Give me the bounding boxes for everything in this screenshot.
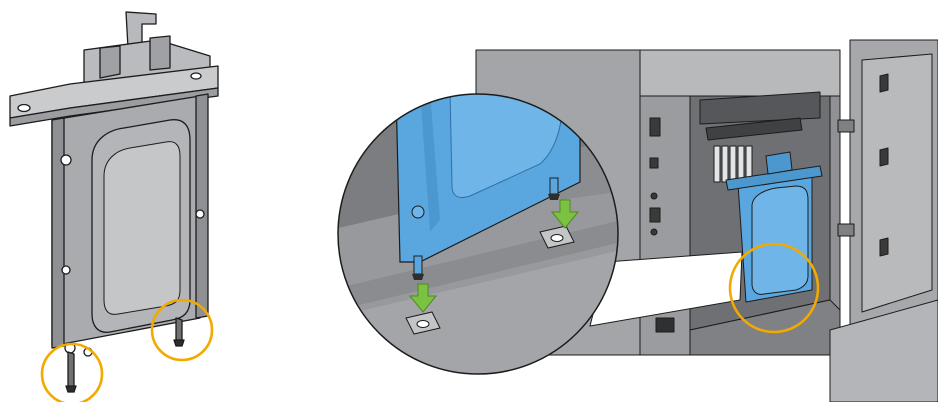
power-switch-icon [650,118,660,136]
port-icon-2 [650,208,660,222]
zoom-pin-left [414,256,422,274]
zoom-pin-right [550,178,558,194]
door-hinge [838,120,854,132]
port-icon-1 [650,158,658,168]
bracket-pin-right [176,318,182,342]
bracket-pin-left [68,352,74,388]
hdd-bracket-drawing [10,12,218,392]
ethernet-port-icon-2 [656,318,674,332]
